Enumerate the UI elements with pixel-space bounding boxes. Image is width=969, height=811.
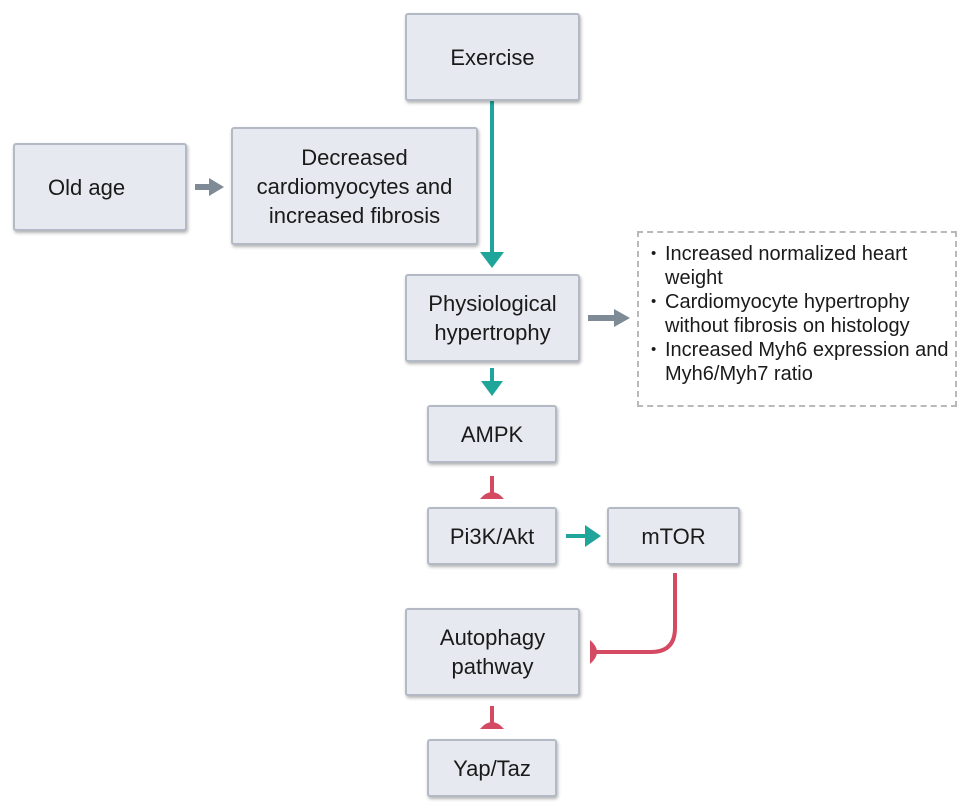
outcome-item-cardiomyocyte-hypertrophy: Cardiomyocyte hypertrophy without fibros…: [649, 290, 951, 338]
node-decreased-label-line-3: increased fibrosis: [268, 202, 441, 228]
outcomes-list: Increased normalized heart weight Cardio…: [649, 242, 951, 386]
node-physiological-hypertrophy: Physiological hypertrophy: [405, 274, 580, 362]
node-autophagy-label-line-2: pathway: [451, 654, 534, 679]
arrow-exercise-to-physiological-hypertrophy: [480, 101, 504, 268]
node-physiological-label-line-1: Physiological: [428, 291, 557, 316]
arrow-old-age-to-decreased: [195, 178, 224, 196]
node-decreased-cardiomyocytes: Decreased cardiomyocytes and increased f…: [231, 127, 478, 245]
node-pi3k-akt-label: Pi3K/Akt: [449, 523, 535, 549]
node-mtor: mTOR: [607, 507, 740, 565]
node-old-age-label: Old age: [48, 174, 126, 200]
node-old-age: Old age: [13, 143, 187, 231]
node-ampk: AMPK: [427, 405, 557, 463]
node-decreased-label-line-2: cardiomyocytes and: [256, 173, 453, 199]
node-exercise: Exercise: [405, 13, 580, 101]
node-decreased-label-line-1: Decreased: [301, 144, 408, 170]
node-physiological-label-line-2: hypertrophy: [434, 320, 551, 345]
outcome-item-heart-weight: Increased normalized heart weight: [649, 242, 951, 290]
arrow-pi3k-akt-to-mtor: [566, 525, 601, 547]
arrow-physiological-hypertrophy-to-ampk: [481, 368, 503, 396]
node-autophagy-pathway: Autophagy pathway: [405, 608, 580, 696]
node-yap-taz: Yap/Taz: [427, 739, 557, 797]
node-ampk-label: AMPK: [460, 421, 524, 447]
node-exercise-label: Exercise: [450, 44, 535, 70]
node-mtor-label: mTOR: [641, 523, 706, 549]
outcomes-box: Increased normalized heart weight Cardio…: [637, 231, 957, 407]
outcome-item-myh6-expression: Increased Myh6 expression and Myh6/Myh7 …: [649, 338, 951, 386]
node-pi3k-akt: Pi3K/Akt: [427, 507, 557, 565]
arrow-physiological-hypertrophy-to-outcomes: [588, 309, 630, 327]
inhibitor-autophagy-to-yap-taz: [480, 706, 504, 729]
inhibitor-ampk-to-pi3k-akt: [480, 476, 504, 499]
inhibitor-mtor-to-autophagy: [590, 573, 677, 664]
node-yap-taz-label: Yap/Taz: [453, 755, 531, 781]
node-autophagy-label-line-1: Autophagy: [439, 625, 546, 650]
